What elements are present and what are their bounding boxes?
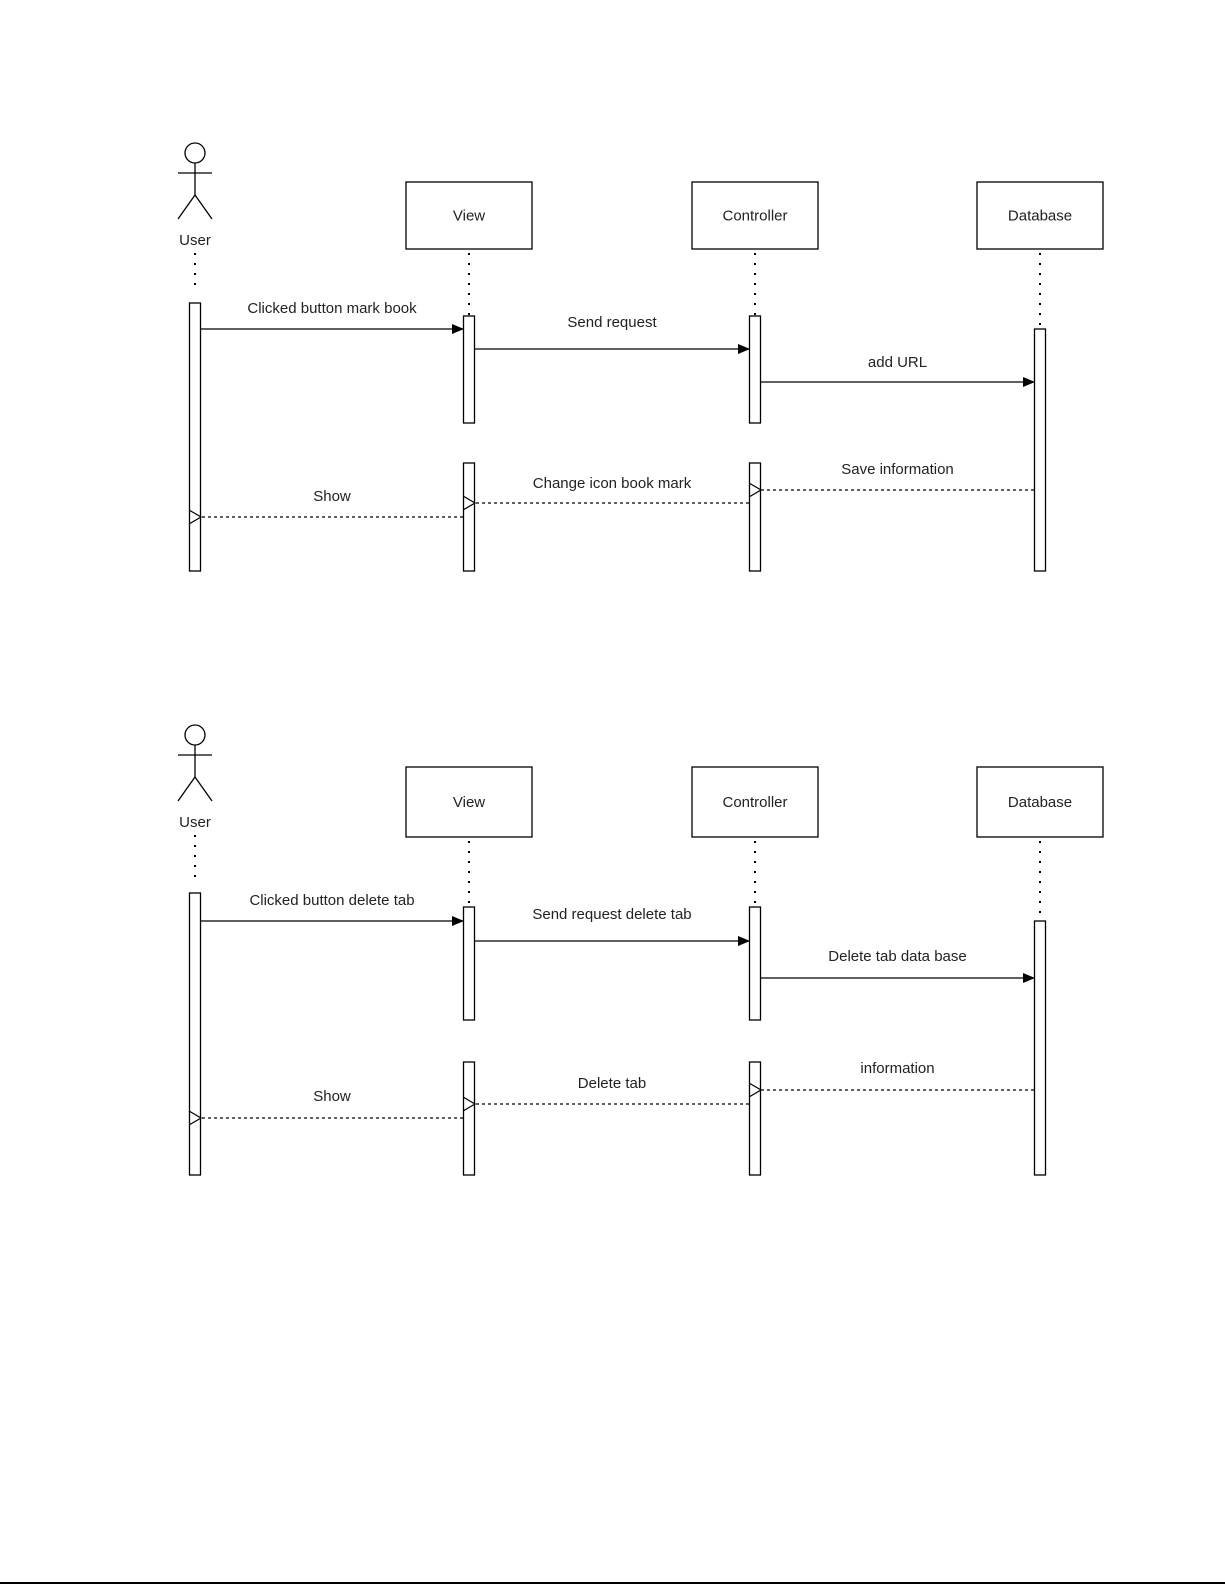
- activation-bar: [748, 906, 762, 1021]
- participant-box-controller: [691, 181, 819, 250]
- activation-bar: [462, 462, 476, 572]
- activation-bar: [462, 315, 476, 424]
- message-label: Change icon book mark: [533, 475, 692, 492]
- message-label: Clicked button mark book: [247, 300, 417, 317]
- actor-leg: [177, 194, 196, 220]
- actor-label: User: [179, 232, 211, 249]
- participant-box-database: [976, 181, 1104, 250]
- activation-bar: [462, 906, 476, 1021]
- activation-bar: [188, 302, 202, 572]
- message-label: Send request: [567, 314, 657, 331]
- actor-label: User: [179, 814, 211, 831]
- message-label: Send request delete tab: [532, 906, 691, 923]
- message-label: add URL: [868, 354, 927, 371]
- participant-label: View: [453, 794, 485, 811]
- actor-user-icon: [177, 724, 213, 802]
- message-label: Show: [313, 1088, 351, 1105]
- participant-box-view: [405, 766, 533, 838]
- participant-label: View: [453, 208, 485, 225]
- actor-head: [184, 142, 206, 164]
- actor-leg: [194, 194, 213, 220]
- message-label: information: [860, 1060, 934, 1077]
- activation-bar: [748, 1061, 762, 1176]
- activation-bar: [748, 315, 762, 424]
- activation-bar: [1033, 328, 1047, 572]
- actor-user-icon: [177, 142, 213, 220]
- message-label: Show: [313, 488, 351, 505]
- message-label: Clicked button delete tab: [249, 892, 414, 909]
- actor-leg: [194, 776, 213, 802]
- message-label: Delete tab: [578, 1075, 646, 1092]
- actor-leg: [177, 776, 196, 802]
- activation-bar: [748, 462, 762, 572]
- message-label: Save information: [841, 461, 954, 478]
- actor-head: [184, 724, 206, 746]
- participant-box-controller: [691, 766, 819, 838]
- activation-bar: [1033, 920, 1047, 1176]
- participant-label: Controller: [722, 208, 787, 225]
- participant-label: Controller: [722, 794, 787, 811]
- message-label: Delete tab data base: [828, 948, 966, 965]
- activation-bar: [462, 1061, 476, 1176]
- activation-bar: [188, 892, 202, 1176]
- participant-label: Database: [1008, 208, 1072, 225]
- participant-box-view: [405, 181, 533, 250]
- participant-box-database: [976, 766, 1104, 838]
- participant-label: Database: [1008, 794, 1072, 811]
